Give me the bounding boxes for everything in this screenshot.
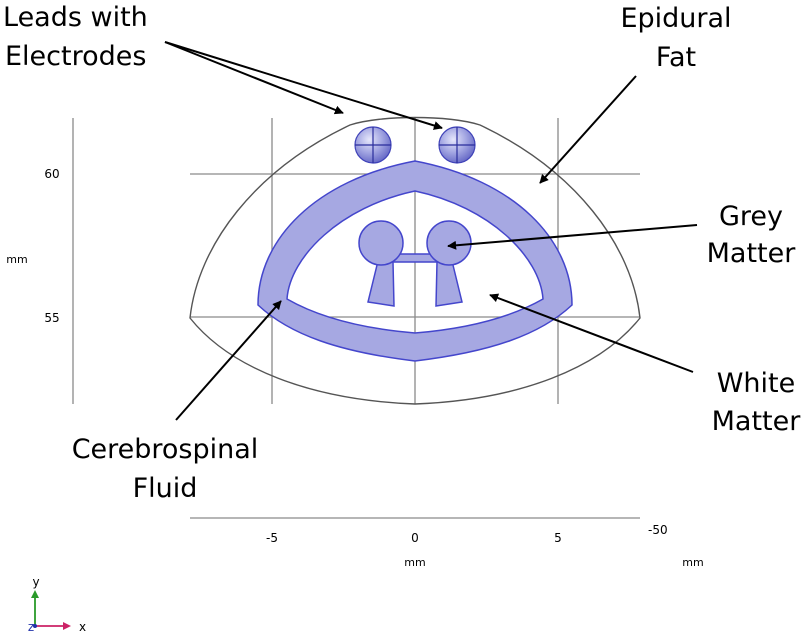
epidural-fat-outline [189, 116, 641, 405]
y-tick-55: 55 [44, 311, 59, 325]
arrow-leads-left [164, 41, 344, 115]
label-leads-with-electrodes-line2: Electrodes [5, 41, 146, 72]
lead-left [354, 126, 392, 164]
x-axis-unit: mm [404, 556, 425, 569]
arrow-white-matter [489, 293, 694, 373]
label-white-matter-line2: Matter [712, 406, 802, 437]
triad-x-label: x [79, 620, 86, 634]
z-axis-unit: mm [682, 556, 703, 569]
lead-right [438, 126, 476, 164]
label-leads-with-electrodes-line1: Leads with [3, 2, 148, 33]
arrow-grey-matter [447, 224, 698, 250]
label-white-matter-line1: White [717, 368, 796, 399]
label-grey-matter-line1: Grey [719, 201, 783, 232]
arrow-cerebrospinal-fluid [175, 300, 282, 421]
triad-y-label: y [32, 575, 39, 589]
label-cerebrospinal-fluid-line2: Fluid [133, 473, 198, 504]
arrow-epidural-fat [539, 75, 637, 184]
x-tick-5: 5 [554, 531, 562, 545]
label-epidural-fat-line2: Fat [656, 42, 696, 73]
triad-z-label: z [28, 620, 34, 634]
label-grey-matter-line2: Matter [707, 238, 797, 269]
arrow-leads-right [164, 41, 443, 130]
label-cerebrospinal-fluid-line1: Cerebrospinal [72, 434, 259, 465]
x-tick-minus-5: -5 [266, 531, 278, 545]
y-axis-unit: mm [6, 253, 27, 266]
x-tick-0: 0 [411, 531, 419, 545]
coordinate-triad: y z x [28, 575, 86, 634]
cerebrospinal-fluid-ring [257, 160, 573, 362]
z-tick-minus-50: -50 [648, 523, 668, 537]
y-tick-60: 60 [44, 167, 59, 181]
callout-arrows [164, 41, 698, 421]
label-epidural-fat-line1: Epidural [620, 3, 731, 34]
